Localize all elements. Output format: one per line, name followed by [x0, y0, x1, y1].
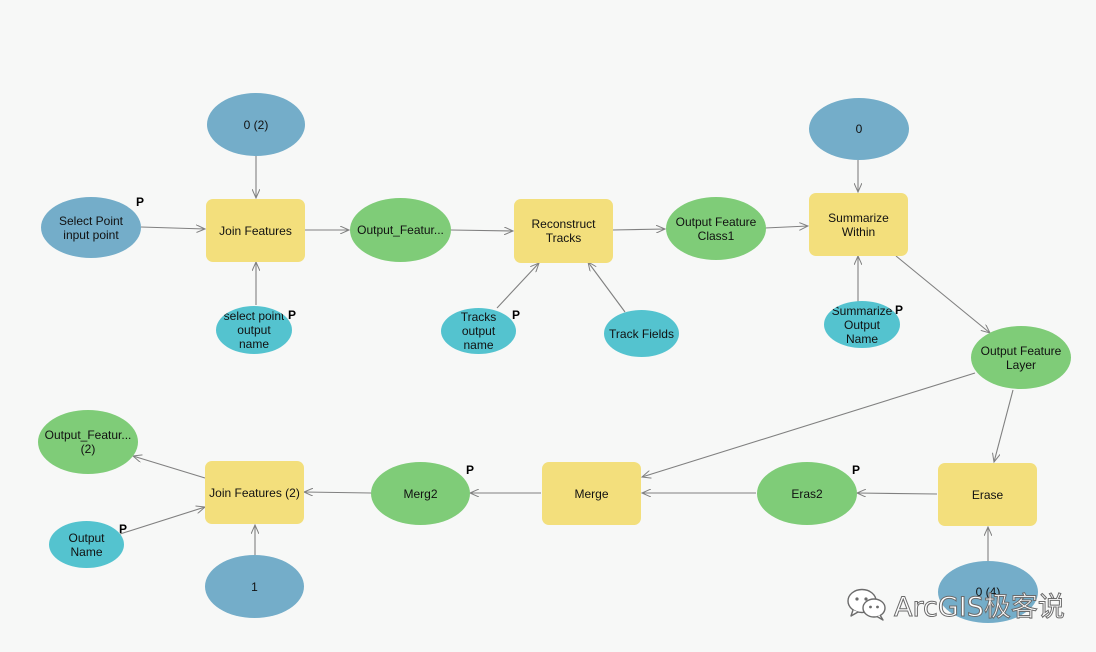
node-label: Merg2: [403, 486, 438, 501]
connector-layer-to-merge: [642, 372, 976, 477]
node-label: select point output name: [223, 309, 285, 351]
output-feature-layer-data[interactable]: Output Feature Layer: [971, 326, 1071, 389]
select-point-output-name-variable[interactable]: select point output name: [216, 306, 292, 354]
node-label: 0 (2): [243, 117, 269, 132]
merge-tool[interactable]: Merge: [542, 462, 641, 525]
parameter-marker: P: [512, 308, 521, 322]
select-point-input-variable[interactable]: Select Point input point: [41, 197, 141, 258]
merg2-data[interactable]: Merg2: [371, 462, 470, 525]
reconstruct-tracks-tool[interactable]: Reconstruct Tracks: [514, 199, 613, 263]
watermark-text: ArcGIS极客说: [894, 591, 1066, 623]
connector-outputname-to-join2: [119, 507, 205, 535]
join-features-tool[interactable]: Join Features: [206, 199, 305, 262]
node-label: Output Name: [68, 530, 105, 559]
output-feature-class1-data[interactable]: Output Feature Class1: [666, 197, 766, 260]
node-label: Output_Featur...: [357, 223, 444, 237]
parameter-marker: P: [895, 303, 904, 317]
node-label: 0: [855, 122, 863, 136]
output-featur-data[interactable]: Output_Featur...: [350, 198, 451, 262]
node-label: Output_Featur... (2): [44, 428, 132, 456]
node-label: Select Point input point: [58, 213, 124, 242]
connector-selectpoint-to-join: [140, 227, 205, 229]
node-label: Output Feature Class1: [675, 214, 757, 243]
parameter-marker: P: [852, 463, 861, 477]
input-value-0-4[interactable]: 0 (4): [938, 561, 1038, 623]
node-label: Eras2: [791, 486, 823, 501]
track-fields-variable[interactable]: Track Fields: [604, 310, 679, 357]
connector-class1-to-summarize: [764, 226, 808, 228]
parameter-marker: P: [136, 195, 145, 209]
connector-erase-to-eras2: [857, 493, 938, 494]
watermark: ArcGIS极客说: [846, 584, 1076, 624]
eras2-data[interactable]: Eras2: [757, 462, 857, 525]
wechat-icon: [847, 588, 886, 621]
node-label: Join Features: [219, 223, 292, 238]
node-label: Erase: [971, 487, 1004, 502]
node-label: Tracks output name: [460, 310, 497, 352]
input-value-0[interactable]: 0: [809, 98, 909, 160]
output-name-variable[interactable]: Output Name: [49, 521, 124, 568]
input-value-0-2[interactable]: 0 (2): [207, 93, 305, 156]
erase-tool[interactable]: Erase: [938, 463, 1037, 526]
node-label: Summarize Output Name: [831, 303, 893, 346]
connector-trackfields-to-reconstruct: [588, 262, 626, 313]
node-label: Merge: [574, 486, 609, 501]
join-features-2-tool[interactable]: Join Features (2): [205, 461, 304, 524]
parameter-marker: P: [288, 308, 297, 322]
connector-summarize-to-layer: [895, 255, 990, 333]
node-label: Reconstruct Tracks: [531, 217, 596, 245]
parameter-marker: P: [466, 463, 475, 477]
node-label: 1: [251, 579, 258, 594]
summarize-within-tool[interactable]: Summarize Within: [809, 193, 908, 256]
node-label: Summarize Within: [828, 210, 889, 239]
connector-tracksname-to-reconstruct: [496, 263, 539, 309]
summarize-output-name-variable[interactable]: Summarize Output Name: [824, 301, 900, 348]
tracks-output-name-variable[interactable]: Tracks output name: [441, 308, 516, 354]
node-label: Output Feature Layer: [980, 343, 1062, 372]
parameter-marker: P: [119, 522, 128, 536]
connector-merg2-to-join2: [304, 492, 372, 493]
output-featur-2-data[interactable]: Output_Featur... (2): [38, 410, 138, 474]
connector-layer-to-erase: [994, 389, 1014, 462]
connector-join2-to-outputfeatur2: [133, 456, 206, 479]
input-value-1[interactable]: 1: [205, 555, 304, 618]
connector-outputfeatur-to-reconstruct: [450, 230, 513, 231]
node-label: Join Features (2): [209, 485, 300, 500]
node-label: Track Fields: [609, 326, 674, 341]
connector-reconstruct-to-class1: [611, 229, 665, 230]
